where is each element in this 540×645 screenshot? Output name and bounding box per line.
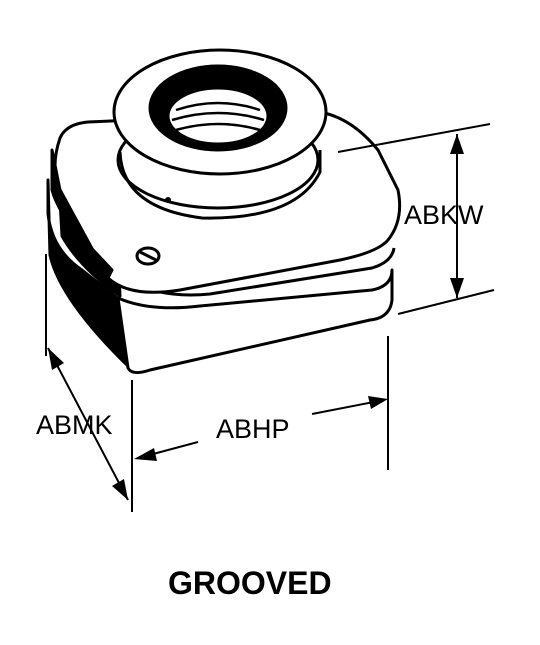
upper-plate-left-edge [50,148,114,280]
depth-arrow-shaft [47,347,129,501]
height-extension-top [337,123,491,153]
collar-dot [165,197,171,203]
width-arrowhead-right [368,396,388,409]
thread-lines [171,101,265,132]
height-arrowhead-bottom [450,278,464,298]
height-label: ABKW [404,200,484,230]
height-arrowhead-top [450,134,464,154]
height-extension-bottom [397,289,495,315]
thread-bore [166,86,270,146]
figure-caption: GROOVED [168,565,332,601]
depth-arrowhead-front [112,479,128,500]
width-label: ABHP [216,414,290,444]
nut-body [46,48,402,375]
depth-arrowhead-back [48,348,64,370]
lower-block-front-face [116,268,394,375]
arrowheads [48,134,464,500]
screw-slot [139,250,157,262]
width-arrowhead-left [134,448,157,461]
depth-label: ABMK [36,410,113,440]
